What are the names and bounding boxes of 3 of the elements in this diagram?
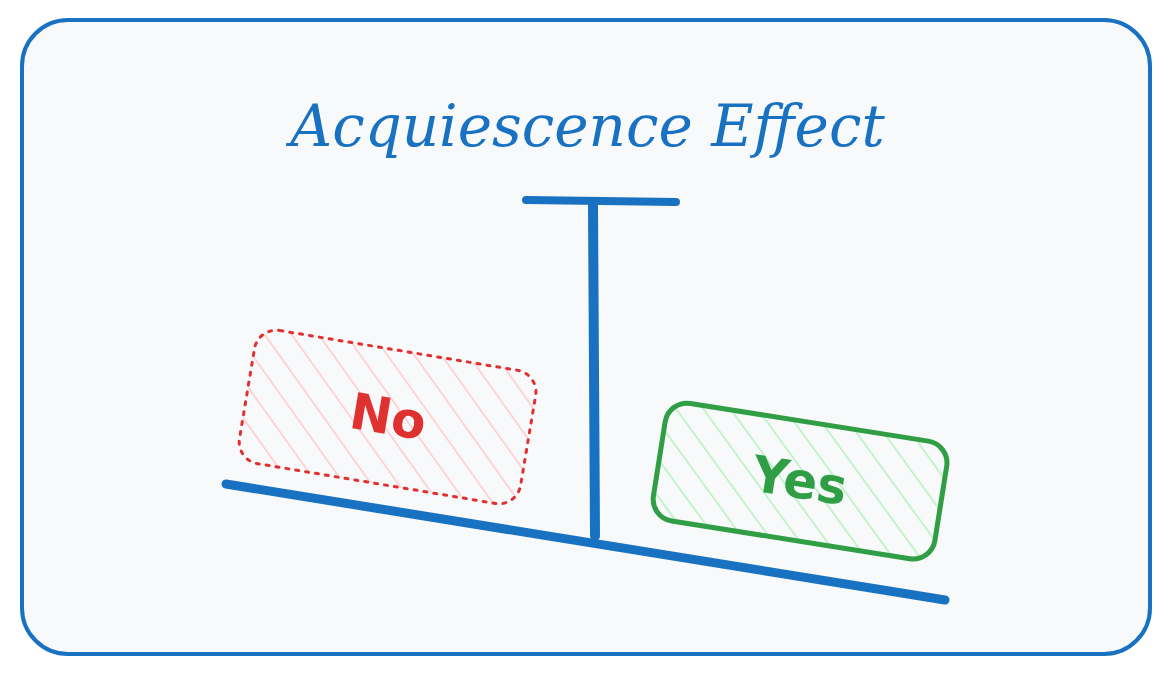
box-label: Yes (748, 444, 852, 518)
box-label: No (345, 382, 431, 452)
title: Acquiescence Effect (0, 92, 1175, 160)
